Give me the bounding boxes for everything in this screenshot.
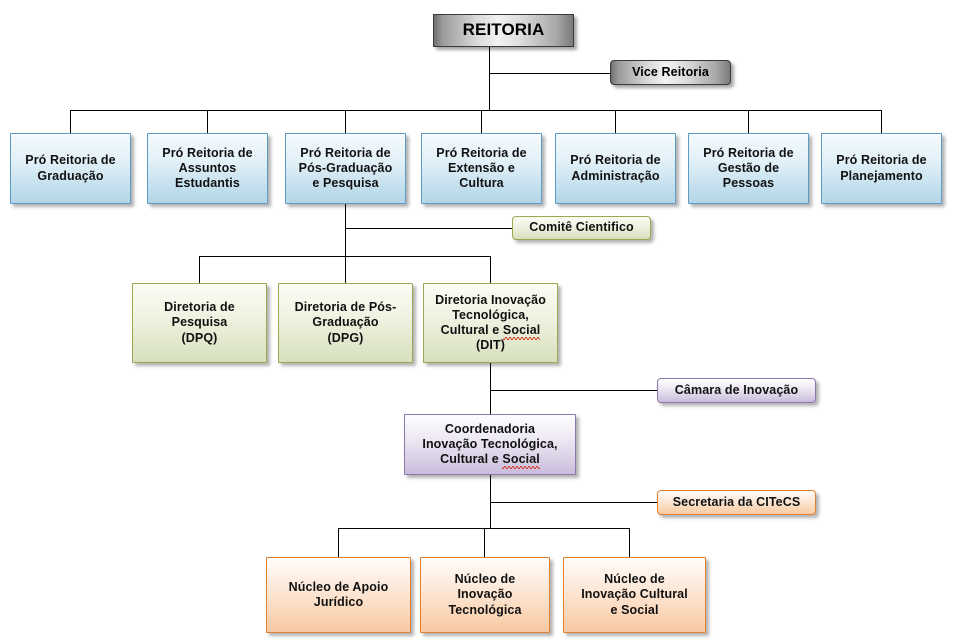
- pro-reitoria-1-line2: Graduação: [37, 168, 104, 183]
- nucleo-2-line1: Núcleo de: [454, 572, 516, 587]
- connector-coordenadoria-trunk: [490, 475, 491, 528]
- diretoria-3-line3: Cultural e Social: [435, 323, 546, 338]
- coordenadoria-spellcheck-word: Social: [502, 452, 540, 467]
- connector-dit-trunk: [490, 363, 491, 414]
- diretoria-1-line3: (DPQ): [181, 330, 218, 345]
- pro-reitoria-5-line2: Administração: [571, 168, 660, 183]
- diretoria-2-line1: Diretoria de Pós-: [294, 300, 397, 315]
- connector-drop-pr-5: [615, 110, 616, 133]
- node-diretoria-pos-graduacao[interactable]: Diretoria de Pós- Graduação (DPG): [278, 283, 413, 363]
- node-pro-reitoria-planejamento[interactable]: Pró Reitoria de Planejamento: [821, 133, 942, 204]
- node-nucleo-inovacao-tecnologica[interactable]: Núcleo de Inovação Tecnológica: [420, 557, 550, 633]
- diretoria-2-line2: Graduação: [312, 315, 379, 330]
- node-secretaria-citecs[interactable]: Secretaria da CITeCS: [657, 490, 816, 515]
- connector-drop-pr-3: [345, 110, 346, 133]
- nucleo-1-line2: Jurídico: [313, 595, 364, 609]
- node-secretaria-citecs-label: Secretaria da CITeCS: [672, 494, 801, 509]
- pro-reitoria-2-line2: Assuntos: [178, 160, 237, 175]
- pro-reitoria-2-line1: Pró Reitoria de: [162, 145, 253, 160]
- pro-reitoria-2-line3: Estudantis: [175, 176, 240, 191]
- pro-reitoria-4-line3: Cultura: [459, 176, 504, 191]
- node-camara-inovacao[interactable]: Câmara de Inovação: [657, 378, 816, 403]
- pro-reitoria-1-line1: Pró Reitoria de: [25, 153, 116, 168]
- diretoria-3-line2: Tecnológica,: [452, 307, 529, 322]
- connector-posgrad-to-comite: [345, 228, 512, 229]
- nucleo-1-line1: Núcleo de Apoio: [288, 579, 389, 594]
- nucleo-2-line2: Inovação: [457, 587, 513, 602]
- connector-drop-nuc-1: [338, 528, 339, 557]
- connector-drop-dir-3: [490, 256, 491, 283]
- connector-drop-pr-1: [70, 110, 71, 133]
- pro-reitoria-6-line2: Gestão de: [717, 160, 780, 175]
- nucleo-3-line1: Núcleo de: [604, 572, 665, 587]
- node-pro-reitoria-assuntos-estudantis[interactable]: Pró Reitoria de Assuntos Estudantis: [147, 133, 268, 204]
- pro-reitoria-7-line2: Planejamento: [840, 168, 923, 183]
- node-vice-reitoria[interactable]: Vice Reitoria: [610, 60, 731, 85]
- pro-reitoria-6-line3: Pessoas: [722, 176, 775, 191]
- coordenadoria-line3: Cultural e Social: [422, 452, 557, 467]
- coordenadoria-line1: Coordenadoria: [444, 421, 536, 436]
- connector-drop-pr-2: [207, 110, 208, 133]
- diretoria-3-spellcheck-word: Social: [502, 323, 541, 337]
- coordenadoria-line2: Inovação Tecnológica,: [422, 436, 558, 451]
- pro-reitoria-3-line1: Pró Reitoria de: [300, 145, 391, 160]
- connector-drop-dir-1: [199, 256, 200, 283]
- node-pro-reitoria-pos-graduacao-pesquisa[interactable]: Pró Reitoria de Pós-Graduação e Pesquisa: [285, 133, 406, 204]
- node-vice-reitoria-label: Vice Reitoria: [632, 64, 709, 79]
- connector-drop-pr-6: [748, 110, 749, 133]
- connector-drop-pr-4: [481, 110, 482, 133]
- node-coordenadoria-citecs[interactable]: Coordenadoria Inovação Tecnológica, Cult…: [404, 414, 576, 475]
- diretoria-1-line1: Diretoria de: [164, 300, 235, 315]
- connector-drop-nuc-2: [484, 528, 485, 557]
- connector-drop-dir-2: [345, 256, 346, 283]
- nucleo-2-line3: Tecnológica: [448, 602, 522, 617]
- node-camara-inovacao-label: Câmara de Inovação: [674, 382, 799, 397]
- diretoria-3-line4: (DIT): [476, 338, 505, 353]
- node-comite-cientifico[interactable]: Comitê Cientifico: [512, 216, 651, 240]
- connector-pro-reitoria-bus: [70, 110, 881, 111]
- diretoria-1-line2: Pesquisa: [171, 315, 228, 330]
- node-nucleo-inovacao-cultural-social[interactable]: Núcleo de Inovação Cultural e Social: [563, 557, 706, 633]
- connector-drop-pr-7: [881, 110, 882, 133]
- node-reitoria[interactable]: REITORIA: [433, 14, 574, 47]
- diretoria-3-line1: Diretoria Inovação: [435, 292, 546, 307]
- connector-reitoria-to-vice: [489, 73, 610, 74]
- node-pro-reitoria-administracao[interactable]: Pró Reitoria de Administração: [555, 133, 676, 204]
- pro-reitoria-5-line1: Pró Reitoria de: [570, 153, 661, 168]
- connector-posgrad-trunk: [345, 204, 346, 256]
- connector-nucleo-bus: [338, 528, 629, 529]
- node-pro-reitoria-graduacao[interactable]: Pró Reitoria de Graduação: [10, 133, 131, 204]
- node-diretoria-inovacao-tecnologica-cultural-social[interactable]: Diretoria Inovação Tecnológica, Cultural…: [423, 283, 558, 363]
- pro-reitoria-3-line2: Pós-Graduação: [298, 160, 393, 175]
- coordenadoria-line3-pre: Cultural e: [440, 452, 503, 467]
- pro-reitoria-4-line1: Pró Reitoria de: [436, 145, 527, 160]
- nucleo-3-line3: e Social: [610, 602, 659, 617]
- pro-reitoria-6-line1: Pró Reitoria de: [703, 145, 794, 160]
- node-reitoria-label: REITORIA: [462, 20, 545, 40]
- connector-coordenadoria-to-secretaria: [490, 502, 657, 503]
- node-comite-cientifico-label: Comitê Cientifico: [529, 220, 634, 235]
- connector-diretoria-bus: [199, 256, 490, 257]
- connector-drop-nuc-3: [629, 528, 630, 557]
- pro-reitoria-7-line1: Pró Reitoria de: [836, 153, 927, 168]
- node-diretoria-pesquisa[interactable]: Diretoria de Pesquisa (DPQ): [132, 283, 267, 363]
- pro-reitoria-4-line2: Extensão e: [447, 160, 515, 175]
- node-pro-reitoria-gestao-pessoas[interactable]: Pró Reitoria de Gestão de Pessoas: [688, 133, 809, 204]
- pro-reitoria-3-line3: e Pesquisa: [312, 176, 379, 191]
- connector-dit-to-camara: [490, 390, 657, 391]
- nucleo-3-line2: Inovação Cultural: [581, 587, 688, 602]
- node-pro-reitoria-extensao-cultura[interactable]: Pró Reitoria de Extensão e Cultura: [421, 133, 542, 204]
- node-nucleo-apoio-juridico[interactable]: Núcleo de Apoio Jurídico: [266, 557, 411, 633]
- diretoria-3-line3-pre: Cultural e: [440, 323, 503, 337]
- diretoria-2-line3: (DPG): [327, 330, 364, 345]
- connector-reitoria-trunk: [489, 47, 490, 111]
